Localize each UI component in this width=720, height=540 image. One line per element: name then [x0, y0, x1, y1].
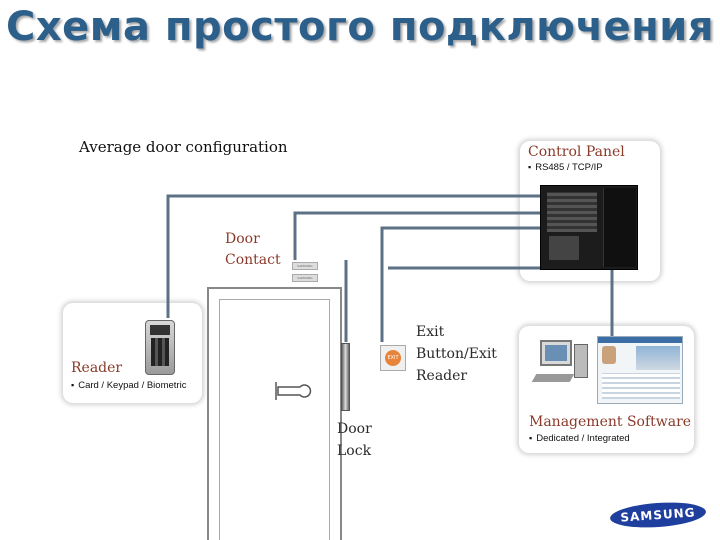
exit-label-line1: Exit: [416, 324, 445, 340]
reader-label: Reader: [71, 360, 123, 376]
management-software-bullet: Dedicated / Integrated: [529, 433, 629, 444]
wire-door-contact: [293, 211, 540, 260]
exit-button-text: EXIT: [385, 350, 401, 366]
door-illustration: [207, 287, 342, 540]
door-contact-sensor-icon: SAMSUNG: [292, 262, 318, 270]
door-lock-label-line1: Door: [337, 421, 372, 437]
management-software-label: Management Software: [529, 414, 692, 430]
page-title: Схема простого подключения: [5, 4, 715, 50]
exit-label-line2: Button/Exit: [416, 346, 497, 362]
door-lock-label-line2: Lock: [337, 443, 372, 459]
reader-bullet: Card / Keypad / Biometric: [71, 380, 186, 391]
wire-reader: [166, 194, 540, 318]
door-lock-strike-icon: [341, 343, 350, 411]
reader-device-image: [145, 320, 175, 375]
door-contact-magnet-icon: SAMSUNG: [292, 274, 318, 282]
door-contact-label-line2: Contact: [225, 252, 281, 268]
exit-button-icon: EXIT: [380, 345, 406, 371]
control-panel-bullet: RS485 / TCP/IP: [528, 162, 602, 173]
diagram-subtitle: Average door configuration: [79, 138, 288, 156]
wire-exit-button: [380, 226, 540, 342]
exit-label-line3: Reader: [416, 368, 468, 384]
control-panel-cabinet-image: [540, 185, 638, 270]
software-screenshot-image: [597, 336, 683, 404]
control-panel-label: Control Panel: [528, 144, 625, 160]
door-contact-label-line1: Door: [225, 231, 260, 247]
computer-icon: [531, 340, 590, 390]
